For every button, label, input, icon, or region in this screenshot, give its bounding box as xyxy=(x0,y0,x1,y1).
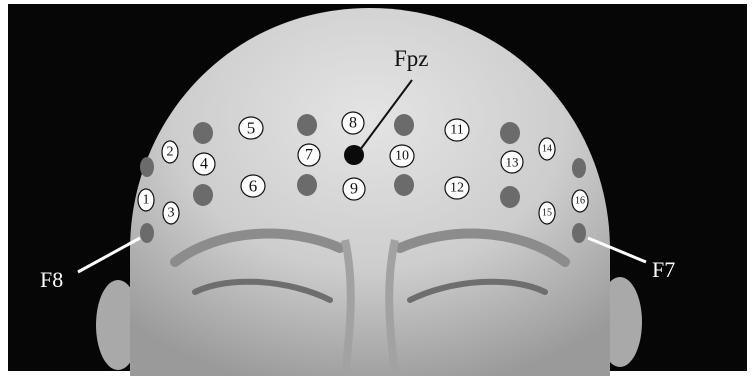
source-marker xyxy=(572,223,586,243)
channel-6-label: 6 xyxy=(249,177,258,196)
channel-1: 1 xyxy=(138,189,154,211)
channel-7-label: 7 xyxy=(305,147,313,164)
source-marker xyxy=(297,114,317,136)
channel-5-label: 5 xyxy=(247,119,256,138)
f7-label: F7 xyxy=(652,257,675,282)
channel-11: 11 xyxy=(445,119,469,141)
source-marker xyxy=(140,223,154,243)
channel-1-label: 1 xyxy=(143,193,150,208)
channel-2-label: 2 xyxy=(167,145,174,160)
channel-6: 6 xyxy=(241,175,265,197)
channel-9: 9 xyxy=(343,178,365,200)
channel-12: 12 xyxy=(445,177,469,199)
channel-13: 13 xyxy=(501,151,523,173)
source-marker xyxy=(394,174,414,196)
channel-14-label: 14 xyxy=(542,144,552,155)
channel-4: 4 xyxy=(193,153,215,175)
channel-8-label: 8 xyxy=(349,115,357,132)
source-marker xyxy=(500,122,520,144)
channel-3-label: 3 xyxy=(168,206,175,221)
channel-3: 3 xyxy=(163,202,179,224)
source-marker xyxy=(193,184,213,206)
channel-13-label: 13 xyxy=(506,155,519,170)
source-marker xyxy=(500,186,520,208)
channel-14: 14 xyxy=(539,138,555,160)
channel-4-label: 4 xyxy=(200,156,208,173)
channel-12-label: 12 xyxy=(450,181,464,196)
source-marker xyxy=(297,174,317,196)
source-marker xyxy=(572,158,586,178)
channel-9-label: 9 xyxy=(350,181,358,198)
channel-10-label: 10 xyxy=(395,149,409,164)
source-marker xyxy=(394,114,414,136)
channel-2: 2 xyxy=(162,141,178,163)
channel-11-label: 11 xyxy=(450,123,463,138)
channel-16-label: 16 xyxy=(575,196,585,207)
channel-8: 8 xyxy=(342,112,364,134)
channel-16: 16 xyxy=(572,190,588,212)
channel-7: 7 xyxy=(298,144,320,166)
channel-5: 5 xyxy=(239,117,263,139)
f8-label: F8 xyxy=(40,267,63,292)
channel-15-label: 15 xyxy=(542,208,552,219)
fpz-label: Fpz xyxy=(394,46,429,71)
channel-10: 10 xyxy=(390,145,414,167)
source-marker xyxy=(193,122,213,144)
source-marker xyxy=(140,157,154,177)
channel-15: 15 xyxy=(539,202,555,224)
